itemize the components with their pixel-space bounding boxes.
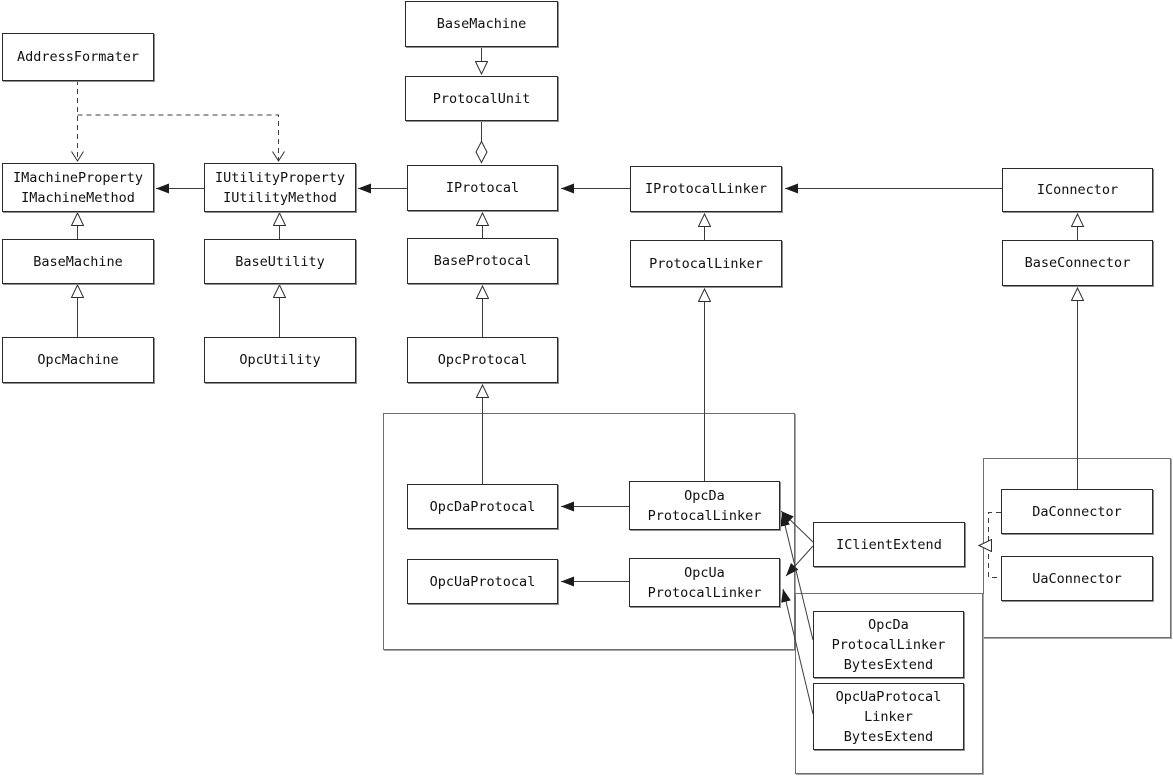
node-imachine-property-method: IMachineProperty IMachineMethod [2,163,154,212]
group-connectors [983,458,1171,638]
node-iconnector: IConnector [1002,168,1153,212]
node-opc-machine: OpcMachine [2,337,154,383]
node-base-utility: BaseUtility [204,239,356,284]
node-opcda-protocal-linker-bytes-extend: OpcDa ProtocalLinker BytesExtend [813,611,964,678]
node-protocal-linker: ProtocalLinker [630,240,782,287]
node-base-machine: BaseMachine [2,239,154,284]
node-iprotocal: IProtocal [407,165,558,211]
edge-dependency-addressformater-iutility [77,114,285,162]
node-opcua-protocal: OpcUaProtocal [407,559,558,604]
node-opc-protocal: OpcProtocal [407,337,558,383]
group-opc-protocal-and-linkers [383,413,795,650]
node-ua-connector: UaConnector [1001,556,1153,601]
node-base-connector: BaseConnector [1002,240,1153,286]
node-base-machine-top: BaseMachine [405,1,558,47]
node-iclient-extend: IClientExtend [813,522,965,567]
node-base-protocal: BaseProtocal [407,238,558,284]
node-iprotocal-linker: IProtocalLinker [630,166,782,212]
node-protocal-unit: ProtocalUnit [405,76,558,121]
node-opc-utility: OpcUtility [204,337,356,383]
node-opcda-protocal-linker: OpcDa ProtocalLinker [629,481,780,530]
node-iutility-property-method: IUtilityProperty IUtilityMethod [204,163,356,212]
node-opcua-protocal-linker: OpcUa ProtocalLinker [629,558,780,607]
node-opcua-protocal-linker-bytes-extend: OpcUaProtocal Linker BytesExtend [813,683,964,750]
node-da-connector: DaConnector [1001,489,1153,534]
node-address-formater: AddressFormater [2,33,154,81]
node-opcda-protocal: OpcDaProtocal [407,484,558,529]
